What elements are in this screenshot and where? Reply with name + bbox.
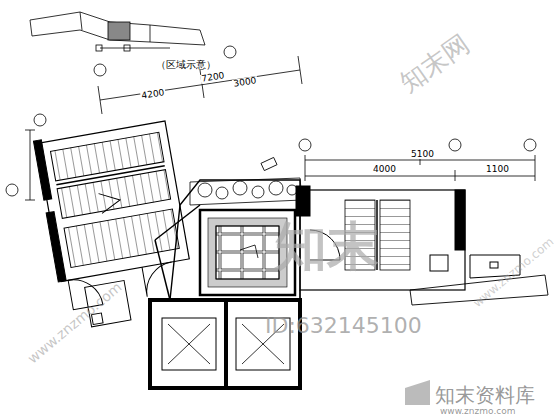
key-plan [30, 12, 205, 51]
dimension-text: 5100 [410, 150, 435, 159]
dimension-line [299, 139, 536, 181]
dimension-text: 4000 [372, 165, 397, 174]
dimension-text: 4200 [140, 88, 166, 101]
dimension-line [6, 46, 302, 200]
watermark-logo [405, 380, 430, 405]
watermark: 知末网 [395, 30, 474, 96]
watermark: www.znzmo.com [440, 407, 515, 416]
watermark: ID:632145100 [265, 315, 422, 337]
watermark: www.znzmo.com [471, 235, 556, 309]
elevator [150, 300, 300, 388]
dimension-text: 3000 [232, 76, 258, 89]
region-note: （区域示意） [155, 60, 217, 70]
watermark: 知末资料库 [435, 385, 535, 405]
dimension-text: 1100 [485, 165, 510, 174]
planter [190, 157, 302, 205]
watermark: www.znzmo.com [25, 280, 124, 366]
watermark: 知末 [275, 220, 379, 272]
